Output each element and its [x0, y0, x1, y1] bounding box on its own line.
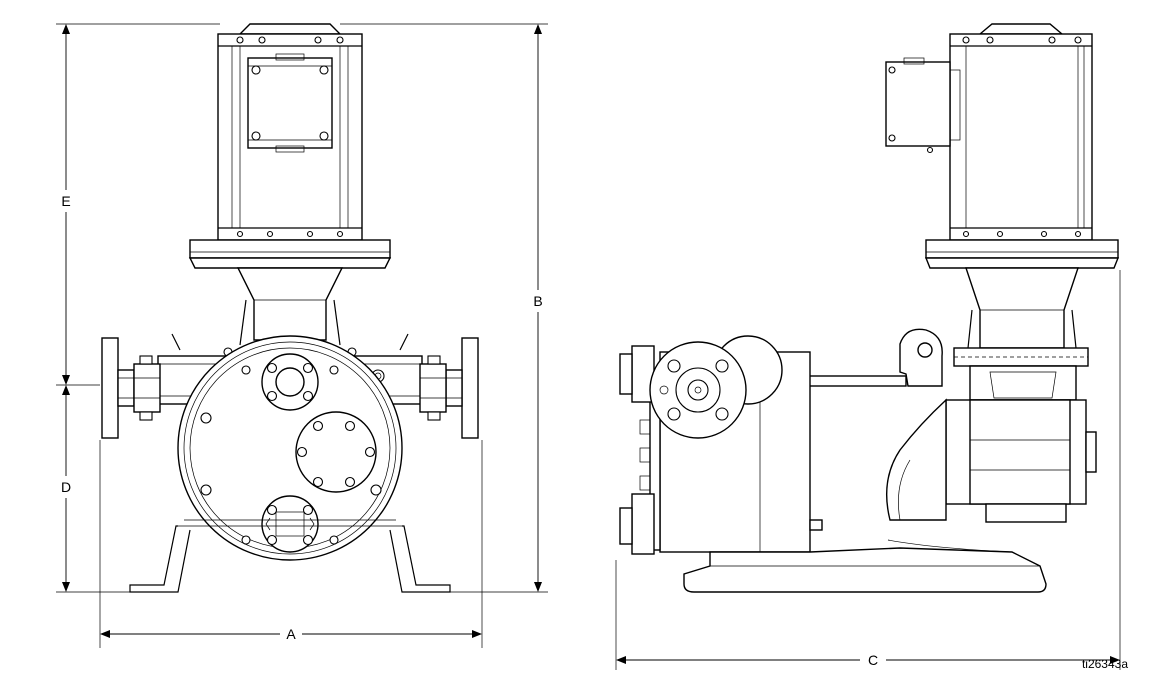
- side-lift-bracket: [805, 328, 943, 387]
- dimension-label-c: C: [868, 652, 878, 668]
- side-motor-flange: [924, 239, 1120, 269]
- side-adapter-plate: [953, 347, 1089, 367]
- dimension-lines: E D B A: [56, 23, 1121, 670]
- side-base-plate: [683, 539, 1047, 593]
- side-motor-housing: [885, 23, 1093, 241]
- dimension-a: A: [100, 626, 482, 642]
- front-support-legs: [129, 519, 451, 593]
- dimension-label-e: E: [61, 193, 70, 209]
- side-gearbox: [938, 365, 1097, 523]
- front-view: [101, 23, 479, 593]
- dimension-b: B: [533, 24, 543, 592]
- side-junction-box: [885, 61, 951, 147]
- figure-reference: ti26343a: [1082, 657, 1128, 671]
- dimension-label-b: B: [533, 293, 542, 309]
- front-pump-housing: [177, 335, 403, 561]
- dimension-label-a: A: [286, 626, 296, 642]
- front-left-port-flange: [101, 337, 161, 439]
- side-adapter-neck: [965, 267, 1079, 349]
- dimension-e: E: [61, 24, 71, 385]
- side-pump-head: [619, 335, 823, 555]
- dimension-d: D: [61, 385, 71, 592]
- front-adapter-neck: [236, 267, 344, 346]
- front-right-port-flange: [419, 337, 479, 439]
- side-view: [619, 23, 1120, 593]
- front-junction-box: [247, 57, 333, 149]
- front-motor-housing: [217, 23, 363, 241]
- front-motor-flange: [188, 239, 392, 269]
- dimension-c: C: [616, 652, 1120, 668]
- dimension-label-d: D: [61, 479, 71, 495]
- side-gearbox-mount: [885, 398, 947, 521]
